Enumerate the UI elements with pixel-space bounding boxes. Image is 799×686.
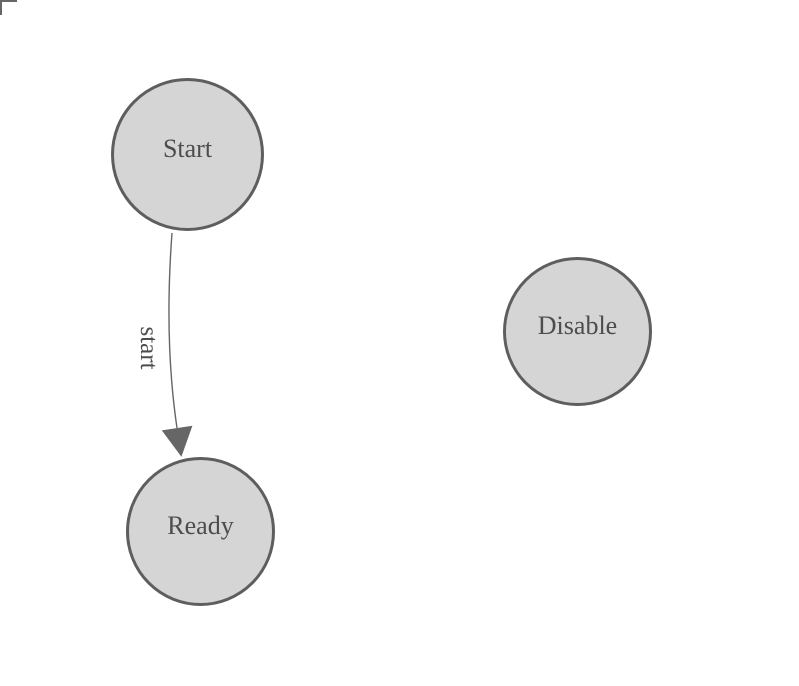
transition-edge-start-to-ready[interactable] (168, 232, 178, 429)
state-node-ready-label: Ready (167, 510, 234, 540)
state-node-disable-label: Disable (537, 310, 618, 340)
transition-edge-label: start (135, 326, 162, 370)
state-node-ready[interactable]: Ready (126, 457, 275, 606)
canvas-corner-mark (0, 0, 17, 15)
state-node-start[interactable]: Start (111, 78, 264, 231)
state-node-disable[interactable]: Disable (503, 257, 652, 406)
arrowhead-icon (161, 425, 193, 457)
state-node-start-label: Start (162, 133, 213, 163)
